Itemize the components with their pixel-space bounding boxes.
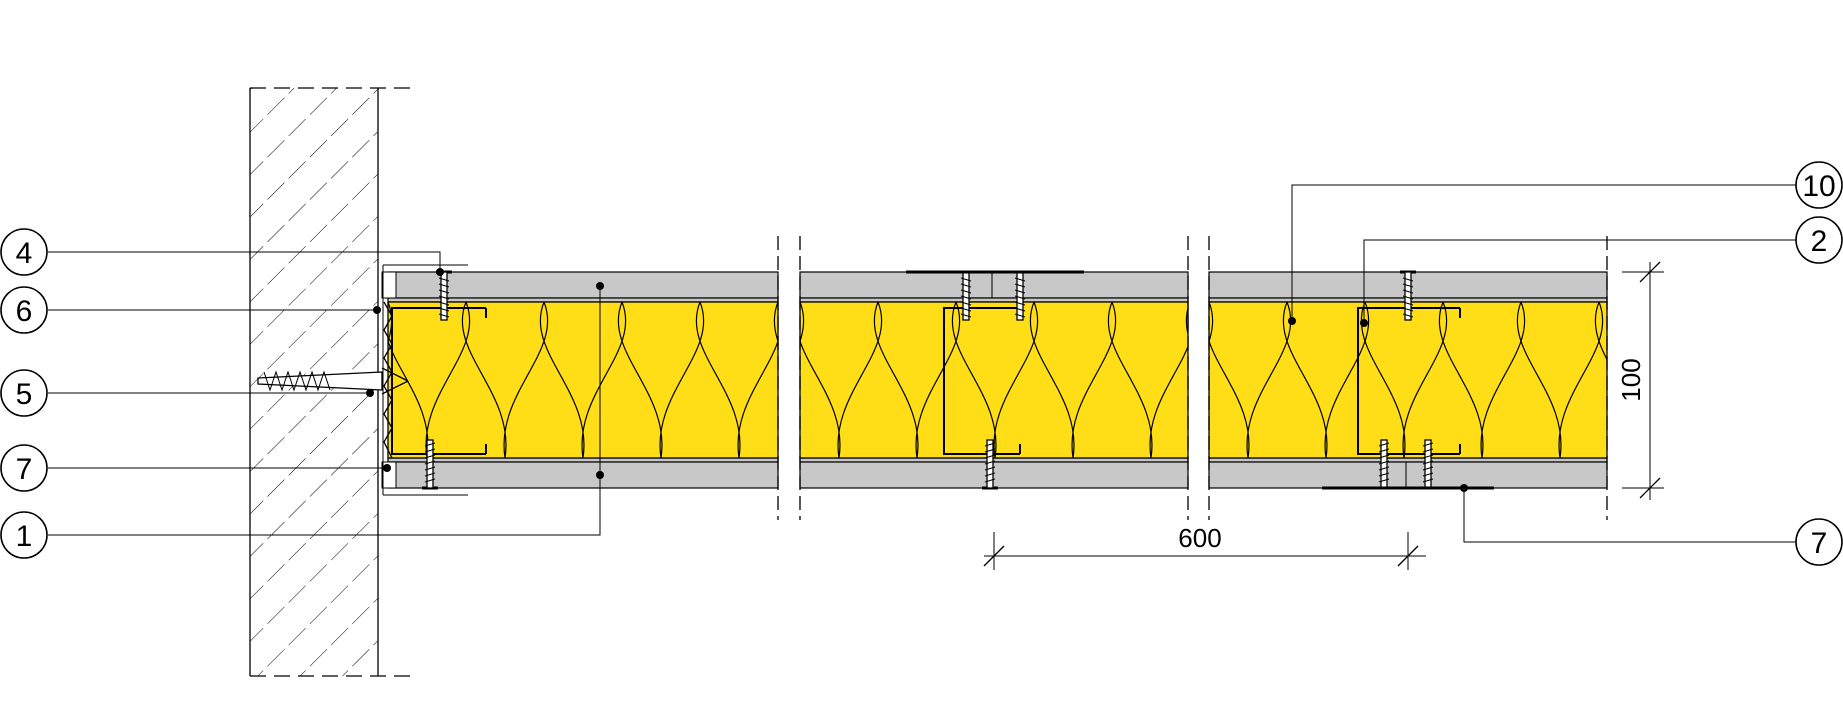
- top-gypsum-boards: [387, 271, 1608, 303]
- wool-fibre-curve: [388, 302, 471, 458]
- wool-fibre-curve: [1282, 302, 1370, 458]
- wool-fibre-curve: [461, 302, 549, 458]
- svg-text:7: 7: [16, 453, 33, 486]
- drywall-screw: [982, 439, 998, 490]
- drywall-screw: [1400, 270, 1416, 321]
- wool-fibre-curve: [951, 302, 1039, 458]
- wall-edge-detail: [381, 264, 468, 496]
- svg-text:2: 2: [1811, 225, 1828, 258]
- wool-fibre-curve: [1107, 302, 1188, 458]
- wool-fibre-curve: [1185, 306, 1188, 337]
- svg-text:4: 4: [16, 237, 33, 270]
- svg-text:7: 7: [1811, 527, 1828, 560]
- wool-fibre-curve: [1209, 302, 1214, 343]
- dimension-thickness-label: 100: [1616, 358, 1646, 401]
- wool-fibre-curve: [1673, 263, 1758, 458]
- wool-fibre-curve: [1594, 302, 1607, 361]
- dimension-spacing-label: 600: [1178, 523, 1221, 553]
- callout-bubble-2: 2: [1795, 216, 1843, 264]
- svg-text:6: 6: [16, 295, 33, 328]
- wool-fibre-curve: [1029, 302, 1117, 458]
- callout-bubble-7-left: 7: [0, 444, 48, 492]
- callout-bubble-10: 10: [1795, 161, 1843, 209]
- svg-text:10: 10: [1802, 170, 1835, 203]
- callout-bubble-5: 5: [0, 369, 48, 417]
- svg-text:1: 1: [16, 520, 33, 553]
- callout-bubble-4: 4: [0, 228, 48, 276]
- wall-anchor: [257, 367, 409, 395]
- break-lines: [777, 236, 1608, 520]
- drywall-screw: [422, 439, 438, 490]
- wool-fibre-curve: [1677, 458, 1755, 497]
- wool-fibre-curve: [695, 302, 778, 458]
- callout-bubble-7-right: 7: [1795, 518, 1843, 566]
- wool-fibre-curve: [873, 302, 961, 458]
- wool-fibre-curve: [1438, 302, 1526, 458]
- wool-fibre-curve: [1599, 457, 1600, 458]
- callout-bubble-6: 6: [0, 286, 48, 334]
- dimension-thickness: 100: [1616, 261, 1664, 500]
- dimension-spacing: 600: [983, 523, 1426, 570]
- wool-fibre-curve: [800, 302, 805, 343]
- callout-bubble-1: 1: [0, 511, 48, 559]
- bottom-gypsum-boards: [387, 457, 1608, 489]
- wool-fibre-curve: [800, 302, 883, 458]
- leader-lines: [48, 184, 1796, 543]
- mineral-wool-insulation: [387, 263, 1758, 497]
- wool-fibre-curve: [1516, 302, 1604, 458]
- wool-fibre-curve: [539, 302, 627, 458]
- svg-text:5: 5: [16, 378, 33, 411]
- wool-fibre-curve: [773, 302, 778, 343]
- screws: [422, 270, 1436, 490]
- wool-fibre-curve: [617, 302, 705, 458]
